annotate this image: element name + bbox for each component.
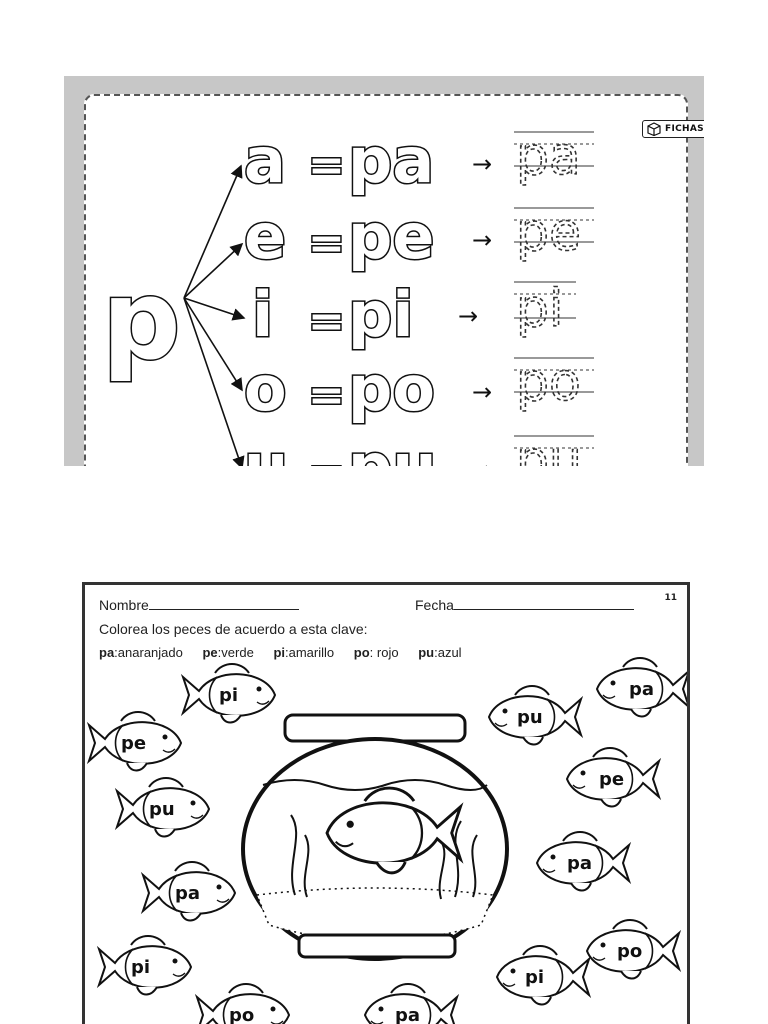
logo-text: FICHAS <box>665 124 704 134</box>
equals-sign: = <box>308 218 345 269</box>
fish-pa-2[interactable]: pa <box>596 657 687 718</box>
vowel: i <box>252 278 273 351</box>
arrow: → <box>472 456 492 466</box>
svg-text:pa: pa <box>175 883 200 904</box>
syllable-chart-sheet: FICHAS p a = pa → <box>64 76 704 466</box>
trace-syllable: pi <box>516 279 563 339</box>
fish-bowl <box>241 713 509 961</box>
svg-text:pe: pe <box>599 769 624 790</box>
syllable: pa <box>348 124 434 197</box>
consonant-letter: p <box>102 256 181 384</box>
key-item-pa: pa:anaranjado <box>99 645 183 660</box>
fichas-logo: FICHAS <box>642 120 704 138</box>
equals-sign: = <box>308 448 345 466</box>
water-line <box>262 779 488 791</box>
syllable: pe <box>348 200 434 273</box>
instruction-text: Colorea los peces de acuerdo a esta clav… <box>99 621 368 637</box>
seaweed-left <box>290 814 310 898</box>
tracing-lines <box>514 435 594 449</box>
arrow: → <box>472 150 492 178</box>
syllable: po <box>348 352 435 425</box>
branch-arrow-a <box>183 164 243 299</box>
svg-text:pu: pu <box>517 707 543 728</box>
name-label: Nombre <box>99 597 149 613</box>
fish-pa-4[interactable]: pa <box>536 831 630 892</box>
fish-po-2[interactable]: po <box>586 919 680 980</box>
page-number: 11 <box>664 593 677 603</box>
svg-text:pu: pu <box>149 799 175 820</box>
fish-pi-1[interactable]: pi <box>182 663 276 724</box>
color-key: pa:anaranjado pe:verde pi:amarillo po: r… <box>99 645 462 660</box>
fish-pa-1[interactable]: pa <box>142 861 236 922</box>
svg-text:pa: pa <box>629 679 654 700</box>
branch-arrows <box>183 164 246 466</box>
fish-illustration: pi pe pu pa pi po pa pu pa pe pa po pi <box>88 657 687 1024</box>
equals-sign: = <box>308 140 345 191</box>
trace-syllable: pe <box>516 203 581 263</box>
vowel: e <box>244 200 286 273</box>
svg-text:pi: pi <box>219 685 238 706</box>
key-item-po: po: rojo <box>353 645 399 660</box>
syllable-diagram: p a = pa → pa e = <box>101 123 594 466</box>
name-field: Nombre <box>99 597 299 613</box>
equals-sign: = <box>308 296 345 347</box>
syllable-row-a: a = pa → pa <box>243 123 594 199</box>
fish-pe-1[interactable]: pe <box>88 711 182 772</box>
svg-text:pi: pi <box>525 967 544 988</box>
key-item-pi: pi:amarillo <box>273 645 335 660</box>
bowl-sand <box>255 887 495 942</box>
tracing-lines <box>514 131 594 167</box>
fish-po-1[interactable]: po <box>196 983 290 1024</box>
vowel: a <box>244 124 286 197</box>
fish-pu-2[interactable]: pu <box>488 685 582 746</box>
syllable-chart-card: FICHAS p a = pa → <box>84 94 704 466</box>
bowl-base <box>297 933 457 959</box>
svg-text:po: po <box>229 1005 254 1024</box>
arrow: → <box>458 302 478 330</box>
branch-arrow-o <box>183 297 243 392</box>
date-line[interactable] <box>453 609 634 610</box>
tracing-lines <box>514 207 594 243</box>
vowel: u <box>244 430 288 466</box>
trace-syllable: pa <box>516 127 581 187</box>
tracing-lines <box>514 281 576 319</box>
svg-text:po: po <box>617 941 642 962</box>
key-item-pe: pe:verde <box>202 645 254 660</box>
abc-cube-icon <box>647 122 661 136</box>
fish-pi-2[interactable]: pi <box>98 935 192 996</box>
fish-pa-3[interactable]: pa <box>364 983 458 1024</box>
syllable: pu <box>348 430 437 466</box>
fish-pe-2[interactable]: pe <box>566 747 660 808</box>
syllable: pi <box>348 278 414 351</box>
date-field: Fecha <box>415 597 634 613</box>
fish-pu-1[interactable]: pu <box>116 777 210 838</box>
tracing-lines <box>514 357 594 393</box>
key-item-pu: pu:azul <box>418 645 462 660</box>
svg-text:pe: pe <box>121 733 146 754</box>
date-label: Fecha <box>415 597 454 613</box>
fish-pi-3[interactable]: pi <box>496 945 590 1006</box>
svg-text:pi: pi <box>131 957 150 978</box>
branch-arrow-u <box>183 297 245 466</box>
svg-text:pa: pa <box>567 853 592 874</box>
trace-syllable: po <box>516 353 581 413</box>
syllable-row-i: i = pi → pi <box>251 277 576 353</box>
syllable-row-u: u = pu → pu <box>243 429 594 466</box>
trace-syllable: pu <box>516 431 582 466</box>
fish-coloring-sheet: 11 Nombre Fecha Colorea los peces de acu… <box>82 582 690 1024</box>
vowel: o <box>244 352 287 425</box>
branch-arrow-e <box>183 242 244 299</box>
equals-sign: = <box>308 370 345 421</box>
syllable-row-o: o = po → po <box>243 351 594 427</box>
name-line[interactable] <box>148 609 299 610</box>
branch-arrow-i <box>183 297 246 321</box>
arrow: → <box>472 226 492 254</box>
arrow: → <box>472 378 492 406</box>
syllable-row-e: e = pe → pe <box>243 199 594 275</box>
svg-text:pa: pa <box>395 1005 420 1024</box>
